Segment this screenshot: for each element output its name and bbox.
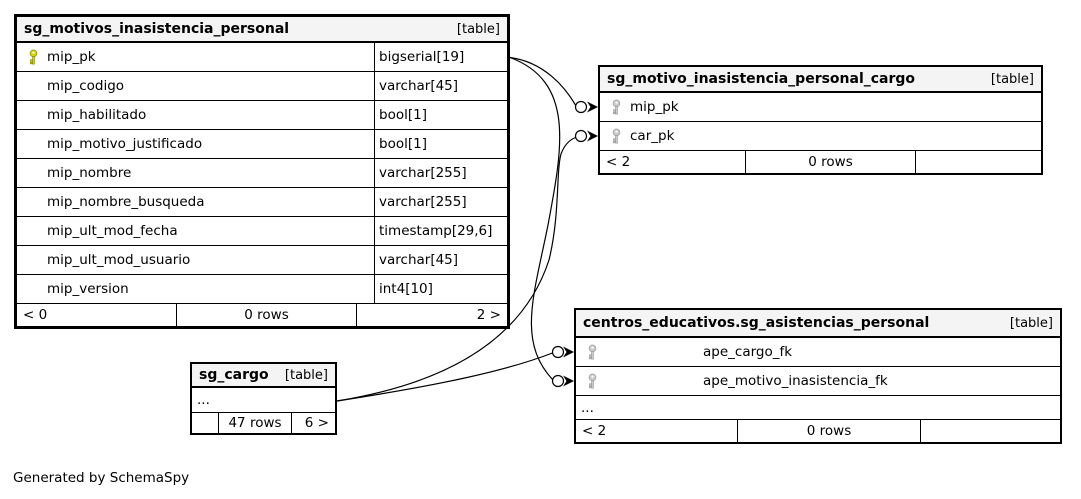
ellipsis-label: ...	[197, 392, 210, 408]
columns-ellipsis-row[interactable]: ...	[192, 388, 335, 413]
foreign-key-icon	[587, 373, 598, 389]
edge-cargo-to-asistencias	[336, 352, 553, 402]
column-type: varchar[255]	[374, 188, 507, 216]
edge-cargo-to-motivo-cargo	[336, 136, 576, 402]
table-header[interactable]: sg_cargo [table]	[192, 364, 335, 388]
table-header[interactable]: sg_motivos_inasistencia_personal [table]	[17, 17, 507, 43]
foreign-key-icon	[611, 99, 622, 115]
table-title: centros_educativos.sg_asistencias_person…	[583, 315, 930, 331]
column-type: timestamp[29,6]	[374, 217, 507, 245]
column-name: car_pk	[630, 128, 675, 144]
table-tag: [table]	[1009, 315, 1053, 331]
footer-row-count: 47 rows	[218, 413, 291, 433]
table-footer: < 2 0 rows	[576, 420, 1060, 442]
column-row-ape-cargo-fk[interactable]: ape_cargo_fk	[576, 338, 1060, 367]
footer-next-count	[915, 151, 1041, 173]
table-header[interactable]: sg_motivo_inasistencia_personal_cargo [t…	[600, 67, 1041, 93]
column-row[interactable]: mip_habilitado bool[1]	[17, 101, 507, 130]
column-type: varchar[255]	[374, 159, 507, 187]
footer-next-count: 6 >	[291, 413, 335, 433]
column-row-mip-pk-fk[interactable]: mip_pk	[600, 93, 1041, 122]
fk-connector-motivo-cargo-car-pk	[574, 129, 598, 143]
footer-row-count: 0 rows	[737, 420, 920, 442]
column-type: bool[1]	[374, 101, 507, 129]
column-row-ape-motivo-inasistencia-fk[interactable]: ape_motivo_inasistencia_fk	[576, 367, 1060, 396]
column-row[interactable]: mip_motivo_justificado bool[1]	[17, 130, 507, 159]
column-row-mip-pk[interactable]: mip_pk bigserial[19]	[17, 43, 507, 72]
footer-row-count: 0 rows	[745, 151, 915, 173]
footer-row-count: 0 rows	[176, 304, 356, 326]
column-type: varchar[45]	[374, 72, 507, 100]
table-tag: [table]	[456, 21, 500, 37]
column-name: mip_pk	[630, 99, 679, 115]
primary-key-icon	[28, 49, 39, 65]
column-name: mip_pk	[47, 49, 96, 65]
column-type: varchar[45]	[374, 246, 507, 274]
column-name: mip_habilitado	[47, 107, 147, 123]
table-header[interactable]: centros_educativos.sg_asistencias_person…	[576, 310, 1060, 338]
table-centros-educativos-sg-asistencias-personal[interactable]: centros_educativos.sg_asistencias_person…	[574, 308, 1062, 444]
table-title: sg_motivo_inasistencia_personal_cargo	[607, 71, 916, 87]
table-sg-cargo[interactable]: sg_cargo [table] ... 47 rows 6 >	[190, 362, 337, 435]
column-row[interactable]: mip_ult_mod_usuario varchar[45]	[17, 246, 507, 275]
column-name: mip_codigo	[47, 78, 125, 94]
table-sg-motivos-inasistencia-personal[interactable]: sg_motivos_inasistencia_personal [table]…	[14, 14, 510, 329]
table-title: sg_motivos_inasistencia_personal	[24, 21, 290, 37]
footer-prev-count: < 2	[582, 423, 607, 439]
footer-next-count	[920, 420, 1060, 442]
footer-next-count: 2 >	[356, 304, 507, 326]
column-type: bool[1]	[374, 130, 507, 158]
fk-connector-asistencias-ape-motivo-fk	[551, 374, 574, 388]
table-sg-motivo-inasistencia-personal-cargo[interactable]: sg_motivo_inasistencia_personal_cargo [t…	[598, 65, 1043, 175]
table-title: sg_cargo	[199, 367, 269, 383]
columns-ellipsis-row[interactable]: ...	[576, 396, 1060, 420]
column-name: mip_version	[47, 281, 129, 297]
column-name: mip_motivo_justificado	[47, 136, 203, 152]
fk-connector-motivo-cargo-mip-pk	[574, 100, 598, 114]
column-row[interactable]: mip_nombre varchar[255]	[17, 159, 507, 188]
column-name: mip_ult_mod_fecha	[47, 223, 178, 239]
table-footer: < 0 0 rows 2 >	[17, 304, 507, 326]
column-name: mip_nombre	[47, 165, 132, 181]
column-row[interactable]: mip_ult_mod_fecha timestamp[29,6]	[17, 217, 507, 246]
column-type: int4[10]	[374, 275, 507, 303]
table-footer: 47 rows 6 >	[192, 413, 335, 433]
table-tag: [table]	[284, 367, 328, 383]
footer-prev-count: < 2	[606, 154, 631, 170]
edge-mip-pk-to-asistencias	[509, 56, 561, 380]
footer-prev-count	[192, 413, 218, 433]
column-type: bigserial[19]	[374, 43, 507, 71]
column-name: ape_cargo_fk	[703, 344, 793, 360]
ellipsis-label: ...	[581, 399, 594, 416]
column-name: mip_ult_mod_usuario	[47, 252, 191, 268]
edge-mip-pk-to-motivo-cargo	[509, 56, 577, 106]
fk-connector-asistencias-ape-cargo-fk	[551, 345, 574, 359]
column-name: mip_nombre_busqueda	[47, 194, 205, 210]
column-name: ape_motivo_inasistencia_fk	[703, 373, 888, 389]
column-row[interactable]: mip_nombre_busqueda varchar[255]	[17, 188, 507, 217]
table-footer: < 2 0 rows	[600, 151, 1041, 173]
foreign-key-icon	[587, 344, 598, 360]
generated-by-credit: Generated by SchemaSpy	[13, 470, 190, 486]
column-row-car-pk-fk[interactable]: car_pk	[600, 122, 1041, 151]
foreign-key-icon	[611, 128, 622, 144]
table-tag: [table]	[990, 71, 1034, 87]
column-row[interactable]: mip_codigo varchar[45]	[17, 72, 507, 101]
footer-prev-count: < 0	[23, 307, 48, 323]
column-row[interactable]: mip_version int4[10]	[17, 275, 507, 304]
